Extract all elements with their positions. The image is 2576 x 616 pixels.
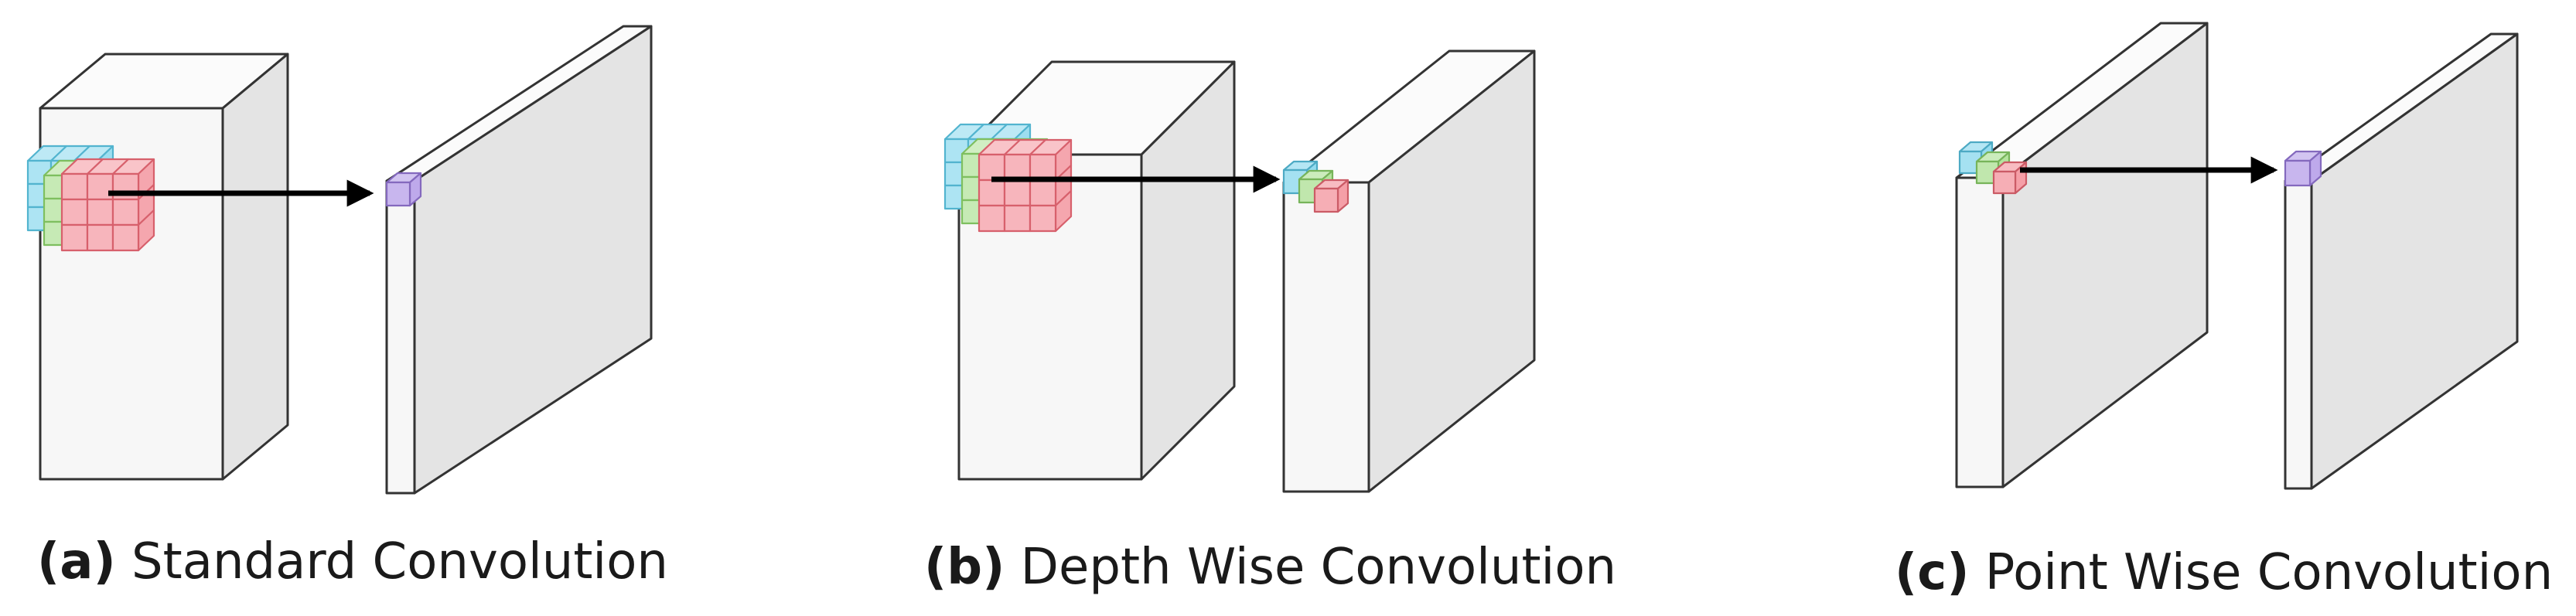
caption-b: (b) Depth Wise Convolution <box>924 539 1616 596</box>
caption-c-letter: (c) <box>1895 544 1969 601</box>
output-cell-b-red <box>1313 179 1349 213</box>
kernel-b-channel-red <box>978 138 1073 233</box>
output-b-front-face <box>1282 181 1370 493</box>
caption-c: (c) Point Wise Convolution <box>1895 544 2553 601</box>
panel-b-depth-wise-convolution: (b) Depth Wise Convolution <box>924 49 1616 596</box>
input-feature-map-a <box>39 53 289 481</box>
output-c-front-face <box>2284 179 2313 490</box>
output-cell-a-purple <box>385 172 422 207</box>
input-a-side-face <box>221 53 289 481</box>
panel-c-point-wise-convolution: (c) Point Wise Convolution <box>1895 22 2553 601</box>
output-feature-map-c <box>2284 32 2519 490</box>
input-c-front-face <box>1955 176 2005 488</box>
caption-b-letter: (b) <box>924 539 1005 596</box>
caption-a: (a) Standard Convolution <box>37 533 668 590</box>
output-cell-c-purple <box>2284 150 2322 187</box>
output-feature-map-b <box>1282 49 1536 493</box>
kernel-c-channel-red <box>1992 161 2028 195</box>
kernel-a-3x3xc <box>26 145 155 252</box>
output-a-front-face <box>385 179 416 495</box>
output-cell-c <box>2284 150 2322 187</box>
caption-b-title: Depth Wise Convolution <box>1005 539 1616 596</box>
panel-a-standard-convolution: (a) Standard Convolution <box>26 25 668 590</box>
output-feature-map-a <box>385 25 653 495</box>
kernel-a-channel-red <box>60 158 155 252</box>
output-cell-a <box>385 172 422 207</box>
kernel-b-3x3-per-channel <box>943 123 1073 233</box>
caption-a-title: Standard Convolution <box>116 533 668 590</box>
caption-c-title: Point Wise Convolution <box>1969 544 2553 601</box>
caption-a-letter: (a) <box>37 533 116 590</box>
output-cells-b <box>1282 160 1349 213</box>
input-feature-map-c <box>1955 22 2209 488</box>
